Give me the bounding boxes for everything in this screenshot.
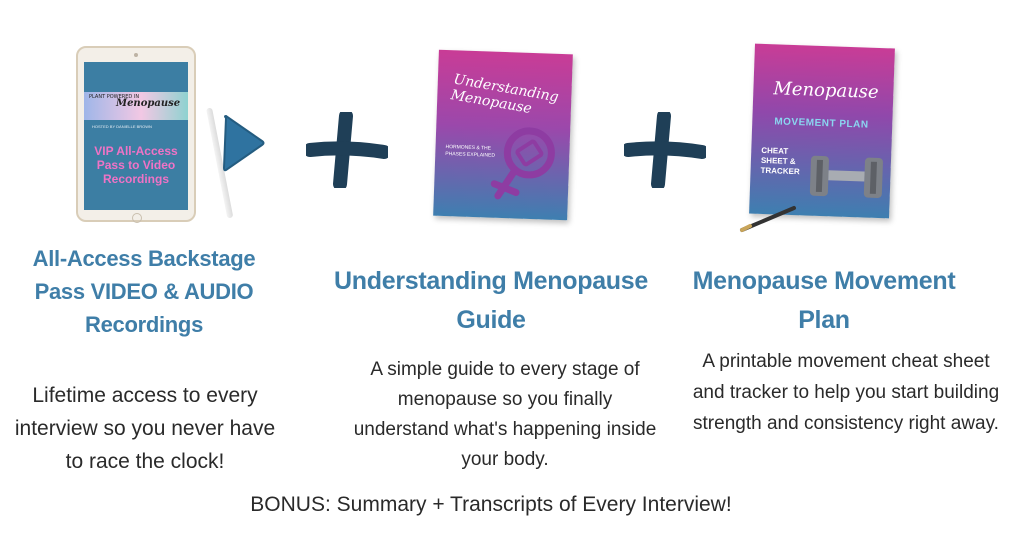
bonus-text: BONUS: Summary + Transcripts of Every In… [250,493,732,516]
tablet-home-button [132,213,142,223]
item-description-guide: A simple guide to every stage of menopau… [353,359,657,470]
pen-icon [740,206,796,232]
item-description-movement-plan: A printable movement cheat sheet and tra… [692,351,1000,434]
tablet-screen: PLANT POWERED IN Menopause HOSTED BY DAN… [84,62,188,210]
plus-icon [624,112,706,188]
banner-title: Menopause [116,98,181,109]
guide-cover-title: Understanding Menopause [449,71,560,118]
plan-cover-title: Menopause [773,78,879,103]
tablet-camera [134,53,138,57]
tablet-image: PLANT POWERED IN Menopause HOSTED BY DAN… [76,46,196,223]
item-heading-backstage-pass: All-Access Backstage Pass VIDEO & AUDIO … [32,246,256,337]
plus-icon [306,112,388,188]
plan-cover-tag: CHEAT SHEET & TRACKER [760,145,800,177]
dumbbell-icon [809,155,883,198]
plan-cover-image: Menopause MOVEMENT PLAN CHEAT SHEET & TR… [749,43,895,219]
banner-small-text: PLANT POWERED IN [89,94,140,100]
item-heading-movement-plan: Menopause Movement Plan [692,267,956,334]
plan-cover-subtitle: MOVEMENT PLAN [774,116,869,131]
item-description-backstage-pass: Lifetime access to every interview so yo… [14,384,276,473]
tablet-screen-text: VIP All-Access Pass to Video Recordings [94,144,178,186]
banner-subtitle: HOSTED BY DANIELLE BROWN [92,124,152,129]
tablet-banner: PLANT POWERED IN Menopause [84,92,188,120]
female-symbol-icon [490,127,555,200]
guide-cover-image: Understanding Menopause HORMONES & THE P… [433,49,573,221]
play-arrow-icon [222,114,265,172]
item-heading-guide: Understanding Menopause Guide [334,267,648,334]
